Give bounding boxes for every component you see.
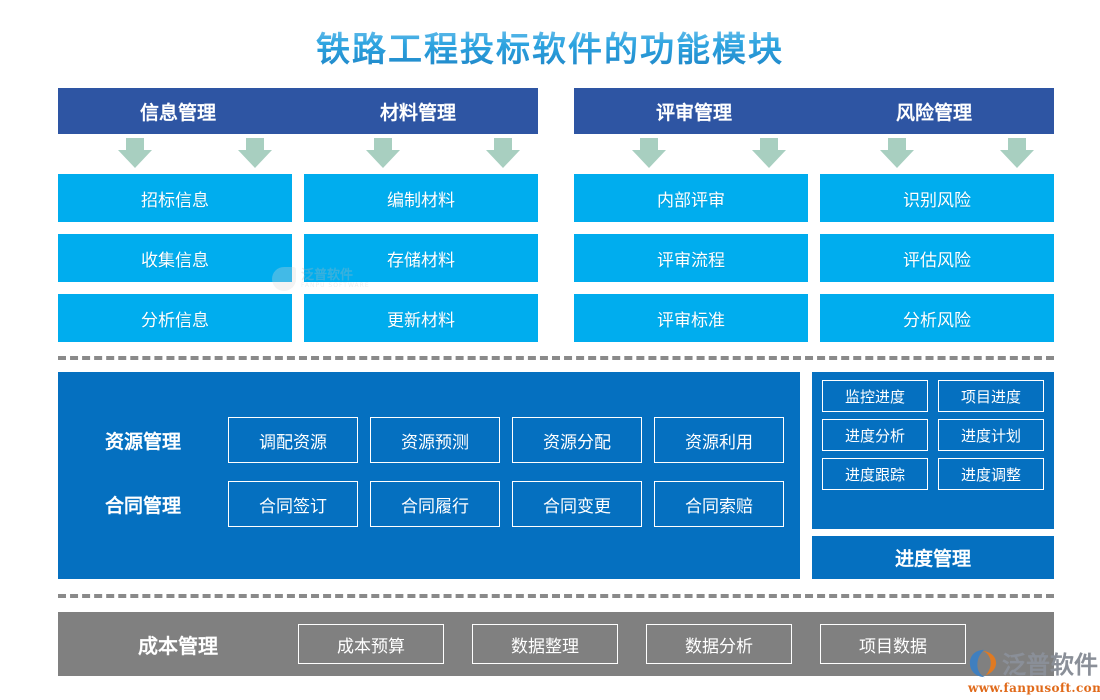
cell-analyze-risk[interactable]: 分析风险: [820, 294, 1054, 342]
arrow-down-icon: [486, 138, 520, 168]
box-allocate-resource[interactable]: 调配资源: [228, 417, 358, 463]
label-cost-management: 成本管理: [138, 633, 218, 658]
box-monitor-progress[interactable]: 监控进度: [822, 380, 928, 412]
progress-grid: 监控进度 项目进度 进度分析 进度计划 进度跟踪 进度调整: [822, 380, 1044, 490]
cell-identify-risk[interactable]: 识别风险: [820, 174, 1054, 222]
header-bar-left: 信息管理 材料管理: [58, 88, 538, 134]
resource-contract-panel: 资源管理 调配资源 资源预测 资源分配 资源利用 合同管理 合同签订 合同履行 …: [58, 372, 800, 579]
cell-review-process[interactable]: 评审流程: [574, 234, 808, 282]
module-cell-row: 招标信息 编制材料 内部评审 识别风险: [58, 174, 1054, 222]
arrow-down-icon: [632, 138, 666, 168]
box-resource-utilization[interactable]: 资源利用: [654, 417, 784, 463]
box-contract-performance[interactable]: 合同履行: [370, 481, 500, 527]
cell-analyze-info[interactable]: 分析信息: [58, 294, 292, 342]
box-resource-distribution[interactable]: 资源分配: [512, 417, 642, 463]
section-divider-top: [58, 356, 1054, 360]
module-header-row: 信息管理 材料管理 评审管理 风险管理: [58, 88, 1054, 134]
cell-collect-info[interactable]: 收集信息: [58, 234, 292, 282]
box-data-sorting[interactable]: 数据整理: [472, 624, 618, 664]
box-contract-claim[interactable]: 合同索赔: [654, 481, 784, 527]
header-bar-gap: [538, 88, 574, 134]
box-data-analysis[interactable]: 数据分析: [646, 624, 792, 664]
box-cost-budget[interactable]: 成本预算: [298, 624, 444, 664]
logo-url-text: www.fanpusoft.com: [968, 681, 1100, 695]
box-progress-plan[interactable]: 进度计划: [938, 419, 1044, 451]
page-title: 铁路工程投标软件的功能模块: [0, 22, 1100, 71]
resource-contract-rows: 资源管理 调配资源 资源预测 资源分配 资源利用 合同管理 合同签订 合同履行 …: [58, 416, 800, 544]
contract-management-row: 合同管理 合同签订 合同履行 合同变更 合同索赔: [58, 480, 800, 528]
arrow-down-icon: [366, 138, 400, 168]
module-cell-row: 分析信息 更新材料 评审标准 分析风险: [58, 294, 1054, 342]
progress-panel: 监控进度 项目进度 进度分析 进度计划 进度跟踪 进度调整: [812, 372, 1054, 529]
label-progress-management: 进度管理: [812, 536, 1054, 579]
section-divider-bottom: [58, 594, 1054, 598]
arrow-down-icon: [1000, 138, 1034, 168]
cell-store-material[interactable]: 存储材料: [304, 234, 538, 282]
box-contract-signing[interactable]: 合同签订: [228, 481, 358, 527]
box-project-progress[interactable]: 项目进度: [938, 380, 1044, 412]
box-project-data[interactable]: 项目数据: [820, 624, 966, 664]
cell-update-material[interactable]: 更新材料: [304, 294, 538, 342]
cell-bid-info[interactable]: 招标信息: [58, 174, 292, 222]
header-info-management: 信息管理: [139, 101, 216, 124]
arrow-down-icon: [880, 138, 914, 168]
header-review-management: 评审管理: [655, 101, 732, 124]
cell-compile-material[interactable]: 编制材料: [304, 174, 538, 222]
header-risk-management: 风险管理: [895, 101, 972, 124]
arrow-row: [58, 138, 1054, 170]
header-bar-right: 评审管理 风险管理: [574, 88, 1054, 134]
label-contract-management: 合同管理: [104, 494, 181, 517]
header-material-management: 材料管理: [379, 101, 456, 124]
module-cell-grid: 招标信息 编制材料 内部评审 识别风险 收集信息 存储材料 评审流程 评估风险 …: [58, 174, 1054, 354]
box-progress-tracking[interactable]: 进度跟踪: [822, 458, 928, 490]
top-modules-area: 信息管理 材料管理 评审管理 风险管理 招标信息 编制材料: [58, 88, 1054, 342]
cell-assess-risk[interactable]: 评估风险: [820, 234, 1054, 282]
arrow-down-icon: [752, 138, 786, 168]
cost-management-bar: 成本管理 成本预算 数据整理 数据分析 项目数据: [58, 612, 1054, 676]
label-resource-management: 资源管理: [104, 430, 181, 453]
arrow-down-icon: [118, 138, 152, 168]
cell-review-standard[interactable]: 评审标准: [574, 294, 808, 342]
cell-internal-review[interactable]: 内部评审: [574, 174, 808, 222]
box-progress-analysis[interactable]: 进度分析: [822, 419, 928, 451]
box-contract-change[interactable]: 合同变更: [512, 481, 642, 527]
resource-management-row: 资源管理 调配资源 资源预测 资源分配 资源利用: [58, 416, 800, 464]
box-progress-adjust[interactable]: 进度调整: [938, 458, 1044, 490]
box-resource-forecast[interactable]: 资源预测: [370, 417, 500, 463]
arrow-down-icon: [238, 138, 272, 168]
module-cell-row: 收集信息 存储材料 评审流程 评估风险: [58, 234, 1054, 282]
